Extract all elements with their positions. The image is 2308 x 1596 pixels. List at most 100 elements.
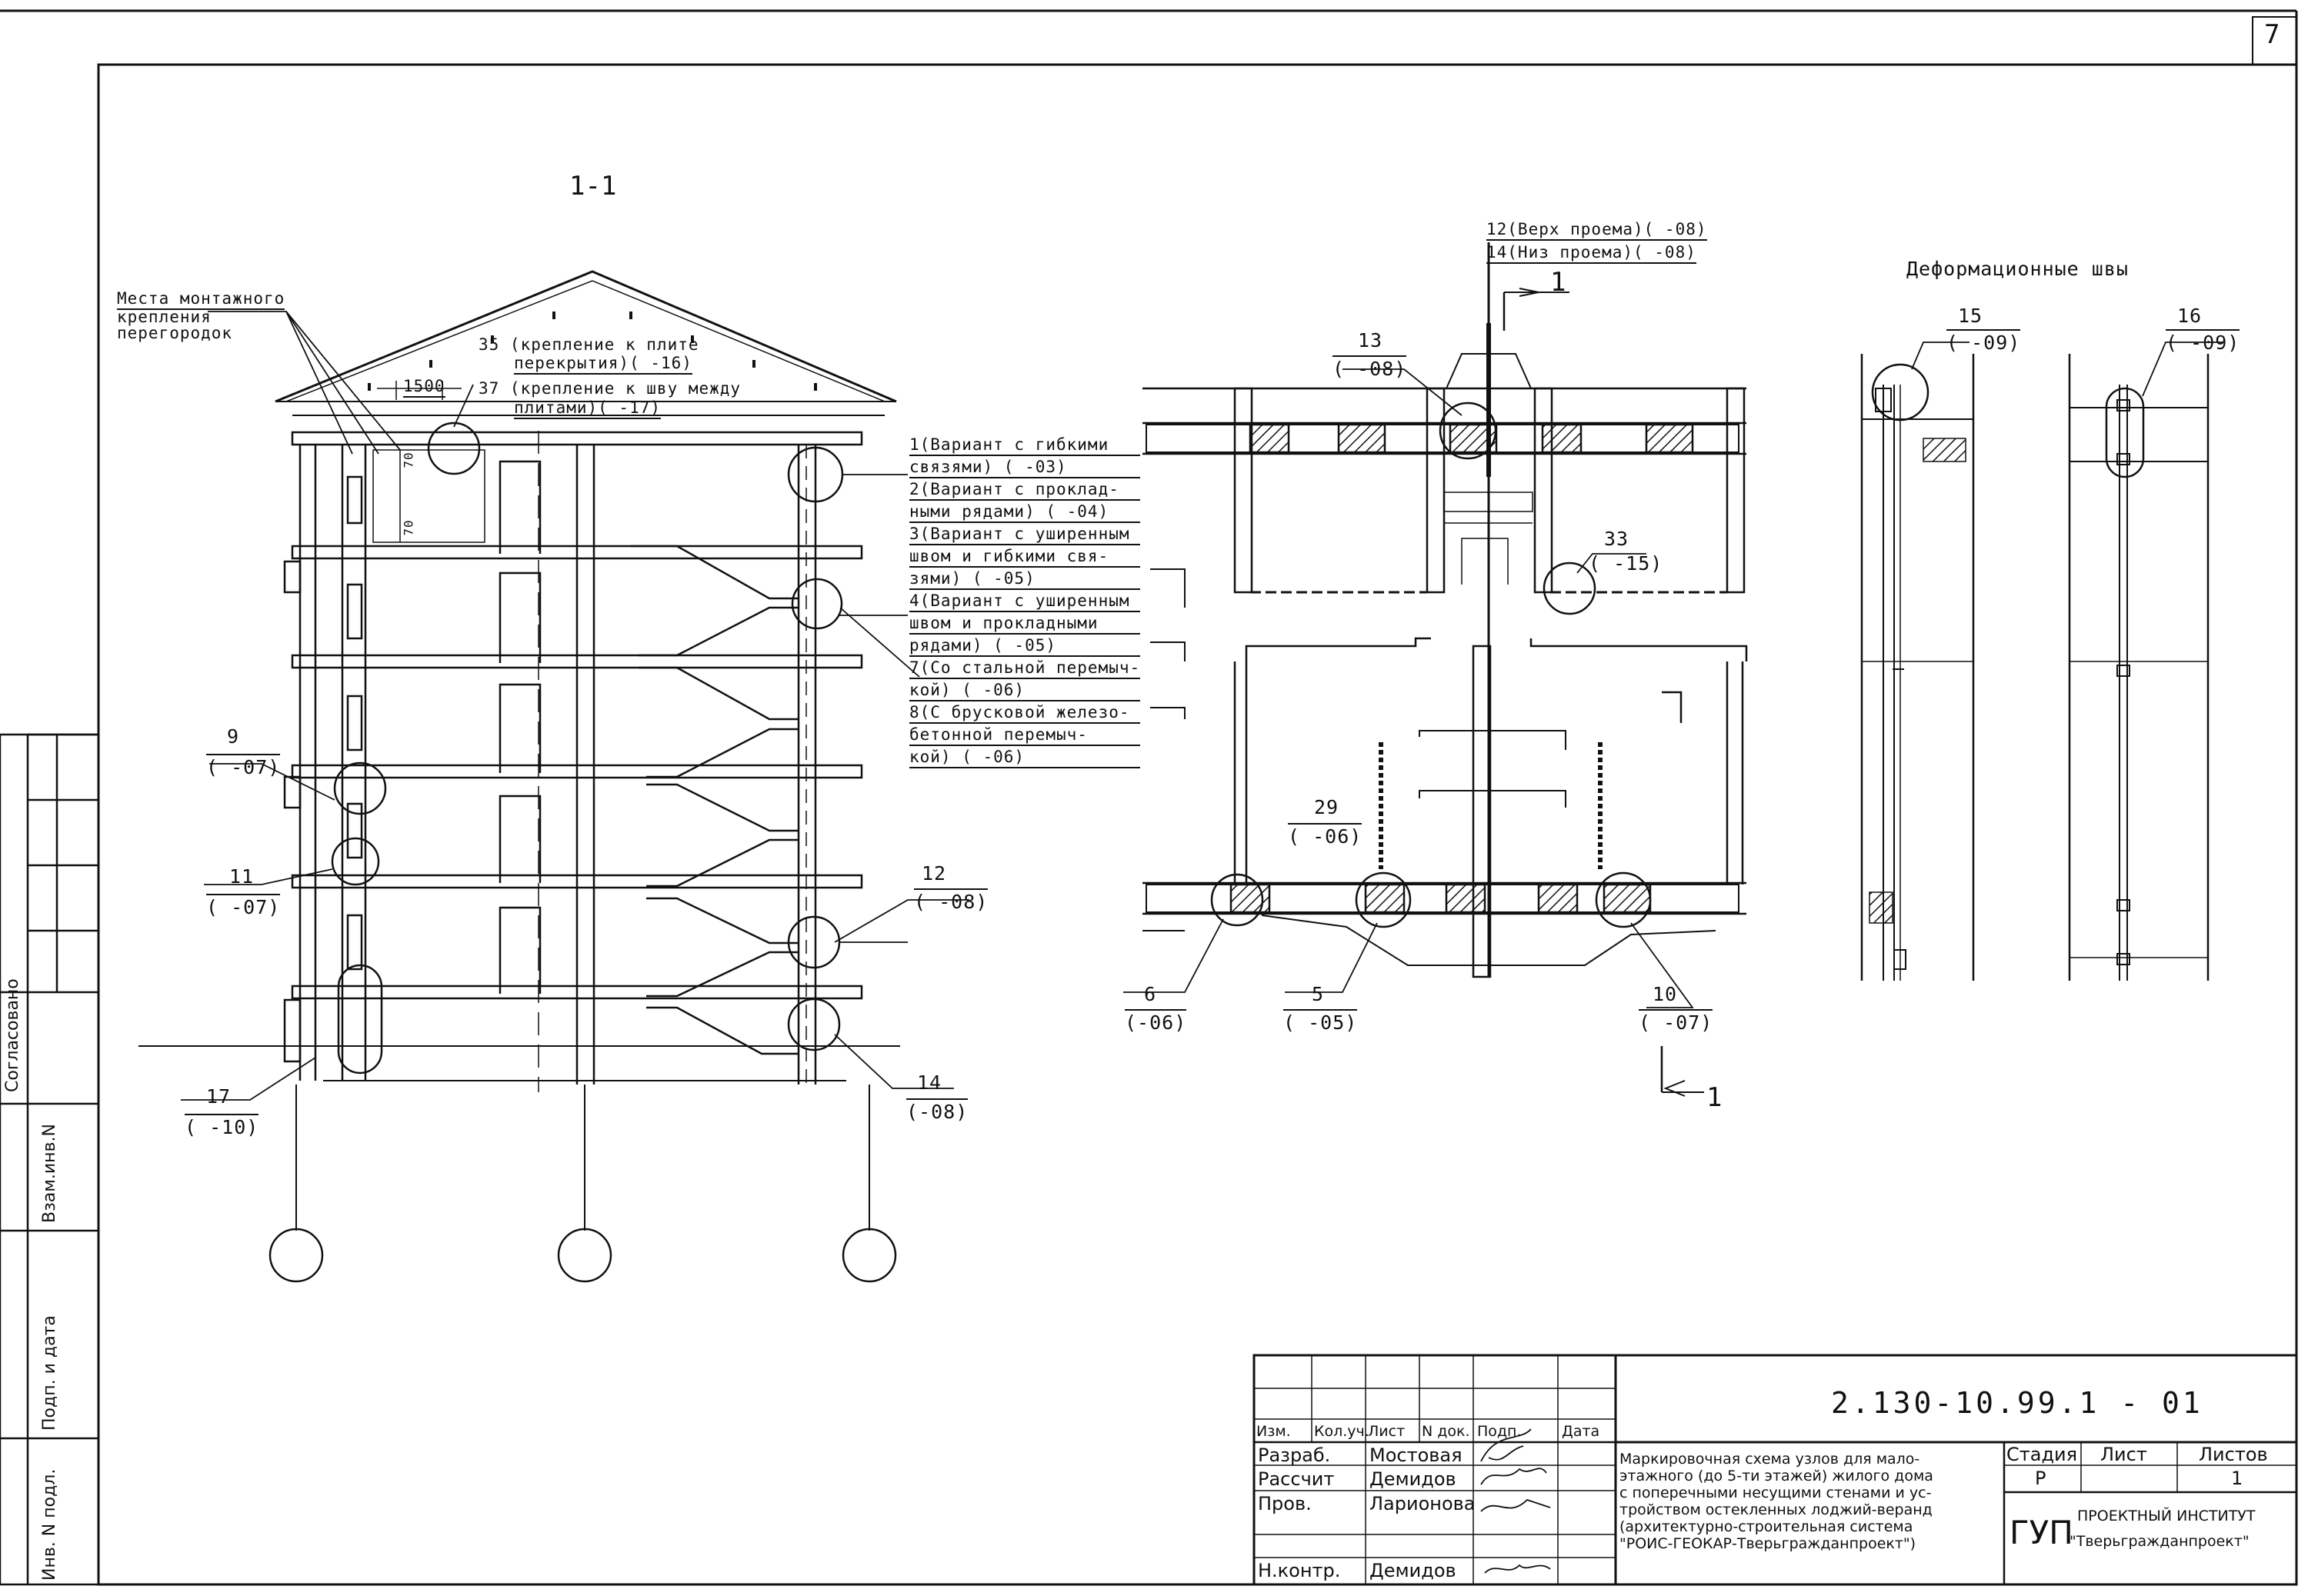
sheet-label: Лист xyxy=(2100,1444,2147,1465)
opening-bottom: 14(Низ проема)( -08) xyxy=(1486,245,1696,264)
variant-note-line: 4(Вариант с уширенным xyxy=(909,593,1141,612)
description-line: (архитектурно-строительная система xyxy=(1619,1518,1913,1535)
node-9-ref: ( -07) xyxy=(206,754,281,777)
node-14-ref: (-08) xyxy=(906,1098,969,1121)
variant-note-line: ными рядами) ( -04) xyxy=(909,504,1141,523)
variant-note-line: рядами) ( -05) xyxy=(909,638,1141,657)
node-6-ref: (-06) xyxy=(1125,1009,1187,1032)
variant-notes: 1(Вариант с гибкими связями) ( -03) 2(Вари… xyxy=(909,437,1141,771)
title-block-name: Ларионова xyxy=(1369,1493,1476,1514)
variant-note-line: 8(С брусковой железо- xyxy=(909,705,1141,724)
node-13-num: 13 xyxy=(1358,329,1383,352)
sheets-value: 1 xyxy=(2231,1468,2243,1489)
node-15-num: 15 xyxy=(1958,305,1983,327)
node-16-num: 16 xyxy=(2177,305,2203,327)
node-15-ref: ( -09) xyxy=(1946,329,2021,352)
description-line: с поперечными несущими стенами и ус- xyxy=(1619,1484,1932,1501)
mount-note-line2: крепления xyxy=(117,308,212,326)
description-line: этажного (до 5-ти этажей) жилого дома xyxy=(1619,1468,1933,1484)
plan-view xyxy=(1123,242,1748,1097)
org-line1: ПРОЕКТНЫЙ ИНСТИТУТ xyxy=(2077,1508,2256,1524)
node-12-num: 12 xyxy=(922,862,947,885)
variant-note-line: 7(Со стальной перемыч- xyxy=(909,660,1141,679)
mount-note-line1: Места монтажного xyxy=(117,291,285,310)
node-35-line1: 35 (крепление к плите xyxy=(479,335,699,354)
stamp-soglasovano: Согласовано xyxy=(3,978,22,1092)
section-building xyxy=(138,270,969,1283)
node-37-line1: 37 (крепление к шву между xyxy=(479,379,742,398)
title-block-name: Демидов xyxy=(1369,1560,1456,1581)
title-block-header: Изм. xyxy=(1256,1423,1291,1440)
node-12-ref: ( -08) xyxy=(914,888,989,911)
title-block-description: Маркировочная схема узлов для мало-этажн… xyxy=(1619,1452,1933,1554)
dim-1500: 1500 xyxy=(403,378,445,398)
title-block-header: N док. xyxy=(1422,1423,1470,1440)
title-block-grid xyxy=(1252,1354,2298,1586)
opening-top: 12(Верх проема)( -08) xyxy=(1486,222,1707,241)
node-14-num: 14 xyxy=(917,1071,942,1094)
variant-note-line: 2(Вариант с проклад- xyxy=(909,481,1141,501)
node-17-ref: ( -10) xyxy=(185,1114,259,1137)
description-line: "РОИС-ГЕОКАР-Тверьгражданпроект") xyxy=(1619,1535,1916,1552)
node-5-num: 5 xyxy=(1312,983,1325,1005)
section-mark-bottom: 1 xyxy=(1706,1082,1723,1113)
stamp-vzam-inv: Взам.инв.N xyxy=(40,1124,59,1223)
node-35-line2: перекрытия)( -16) xyxy=(514,355,692,375)
title-block-role: Разраб. xyxy=(1258,1444,1331,1466)
node-6-num: 6 xyxy=(1144,983,1157,1005)
stage-value: Р xyxy=(2035,1468,2046,1489)
dim-70-a: 70 xyxy=(401,451,416,468)
sheet-number: 7 xyxy=(2264,19,2280,50)
node-33-ref: ( -15) xyxy=(1589,552,1663,575)
node-33-num: 33 xyxy=(1604,528,1629,550)
sheet-frame xyxy=(0,9,2298,1586)
node-10-ref: ( -07) xyxy=(1639,1009,1713,1032)
node-13-ref: ( -08) xyxy=(1332,355,1407,378)
variant-note-line: кой) ( -06) xyxy=(909,749,1141,768)
dim-70-b: 70 xyxy=(401,519,416,536)
variant-note-line: связями) ( -03) xyxy=(909,459,1141,478)
node-5-ref: ( -05) xyxy=(1283,1009,1358,1032)
stamp-podp-data: Подп. и дата xyxy=(40,1315,59,1431)
variant-note-line: бетонной перемыч- xyxy=(909,727,1141,746)
title-block-role: Рассчит xyxy=(1258,1468,1335,1490)
node-16-ref: ( -09) xyxy=(2166,329,2240,352)
node-17-num: 17 xyxy=(206,1085,232,1108)
variant-note-line: кой) ( -06) xyxy=(909,682,1141,701)
org-line2: "Тверьгражданпроект" xyxy=(2070,1533,2250,1550)
variant-note-line: 3(Вариант с уширенным xyxy=(909,526,1141,545)
title-block-header: Дата xyxy=(1562,1423,1600,1440)
node-29-ref: ( -06) xyxy=(1288,823,1362,846)
title-block-name: Демидов xyxy=(1369,1468,1456,1490)
node-11-num: 11 xyxy=(229,865,255,888)
title-block-header: Подп. xyxy=(1477,1423,1522,1440)
title-block-role: Пров. xyxy=(1258,1493,1312,1514)
deformation-title: Деформационные швы xyxy=(1906,258,2129,280)
deformation-joints xyxy=(1860,342,2223,981)
sheets-label: Листов xyxy=(2199,1444,2268,1465)
title-block-header: Лист xyxy=(1368,1423,1406,1440)
variant-note-line: швом и прокладными xyxy=(909,615,1141,635)
title-block-name: Мостовая xyxy=(1369,1444,1463,1466)
section-mark-top: 1 xyxy=(1550,267,1566,298)
title-block-header: Кол.уч. xyxy=(1314,1423,1369,1440)
node-9-num: 9 xyxy=(227,725,240,748)
org-short: ГУП xyxy=(2009,1514,2073,1551)
description-line: Маркировочная схема узлов для мало- xyxy=(1619,1451,1920,1468)
variant-note-line: 1(Вариант с гибкими xyxy=(909,437,1141,456)
title-block-role: Н.контр. xyxy=(1258,1560,1341,1581)
variant-note-line: швом и гибкими свя- xyxy=(909,548,1141,568)
variant-note-line: зями) ( -05) xyxy=(909,571,1141,590)
section-title: 1-1 xyxy=(569,171,617,202)
stage-label: Стадия xyxy=(2006,1444,2078,1465)
description-line: тройством остекленных лоджий-веранд xyxy=(1619,1501,1933,1518)
document-code: 2.130-10.99.1 - 01 xyxy=(1831,1386,2203,1420)
node-29-num: 29 xyxy=(1314,796,1339,818)
node-11-ref: ( -07) xyxy=(206,894,281,917)
mount-note-line3: перегородок xyxy=(117,324,233,342)
node-37-line2: плитами)( -17) xyxy=(514,400,662,419)
node-10-num: 10 xyxy=(1653,983,1678,1005)
stamp-inv-podl: Инв. N подл. xyxy=(40,1468,59,1581)
